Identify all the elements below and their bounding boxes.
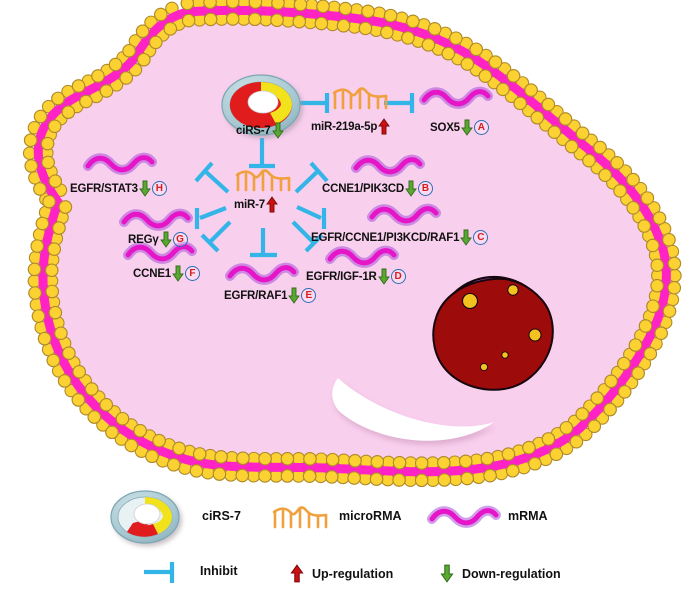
down-arrow-icon	[461, 119, 473, 136]
node-label-egfrigf1r: EGFR/IGF-1R	[306, 270, 377, 283]
legend-label-microrna: microRMA	[339, 509, 402, 523]
edge-mir7-egfrstat3	[194, 161, 230, 194]
legend-label-mrna: mRMA	[508, 509, 548, 523]
legend-label-inhibit: Inhibit	[200, 564, 238, 578]
reference-tag-f: F	[184, 266, 200, 281]
node-mir219a5p[interactable]: miR-219a-5p	[311, 118, 391, 135]
node-cirs7[interactable]: ciRS-7	[236, 122, 284, 139]
node-label-cirs7: ciRS-7	[236, 124, 271, 137]
legend-item-up: Up-regulation	[290, 564, 393, 583]
microrna-icon	[272, 506, 328, 529]
reference-tag-d: D	[390, 269, 406, 284]
circular-rna-glyph-cirs7	[221, 74, 301, 136]
inhibit-edges	[194, 93, 415, 258]
down-arrow-icon	[440, 564, 454, 583]
node-ccne1pik3cd[interactable]: CCNE1/PIK3CD B	[322, 180, 433, 197]
down-arrow-icon	[377, 268, 390, 285]
legend-label-down: Down-regulation	[462, 566, 561, 581]
cell-highlight-crescent	[332, 378, 494, 441]
legend-label-up: Up-regulation	[312, 566, 394, 581]
legend-label-cirs7: ciRS-7	[202, 509, 241, 523]
legend-item-cirs7: ciRS-7	[202, 509, 241, 523]
down-arrow-icon	[172, 265, 184, 282]
node-egfrigf1r[interactable]: EGFR/IGF-1R D	[306, 268, 406, 285]
node-label-ccne1pik3cd: CCNE1/PIK3CD	[322, 182, 404, 195]
edge-mir7-ccne1	[200, 220, 232, 253]
reference-tag-g: G	[172, 232, 188, 247]
membrane-heads-overlay	[23, 0, 682, 488]
inhibit-icon	[144, 562, 175, 583]
mrna-icon	[432, 511, 496, 523]
down-arrow-icon	[288, 287, 301, 304]
node-egfrraf1[interactable]: EGFR/RAF1 E	[224, 287, 317, 304]
node-label-mir7: miR-7	[234, 198, 265, 211]
edge-mir7-egfrigf1r	[291, 220, 324, 253]
node-mir7[interactable]: miR-7	[234, 196, 278, 213]
legend-item-microrna: microRMA	[339, 509, 402, 523]
up-arrow-icon	[266, 196, 278, 213]
node-sox5[interactable]: SOX5 A	[430, 119, 489, 136]
node-label-mir219a5p: miR-219a-5p	[311, 120, 378, 133]
down-arrow-icon	[271, 122, 284, 139]
node-label-ccne1: CCNE1	[133, 267, 171, 280]
node-egfrstat3[interactable]: EGFR/STAT3 H	[70, 180, 167, 197]
legend-item-down: Down-regulation	[440, 564, 561, 583]
edge-mir7-egfrraf1	[250, 228, 277, 258]
edge-cirs7-mir7	[249, 138, 275, 169]
reference-tag-c: C	[473, 230, 489, 245]
edge-mir7-regg	[194, 206, 227, 229]
reference-tag-h: H	[151, 181, 167, 196]
node-label-egfrstat3: EGFR/STAT3	[70, 182, 138, 195]
circular-rna-icon	[110, 490, 180, 544]
edge-cirs7-mir219a5p	[297, 93, 330, 113]
edge-mir7-ccne1pik3cd	[294, 161, 329, 194]
legend-item-inhibit: Inhibit	[200, 564, 238, 578]
node-egfrcombo[interactable]: EGFR/CCNE1/PI3KCD/RAF1 C	[311, 229, 489, 246]
reference-tag-a: A	[473, 120, 489, 135]
node-regg[interactable]: REGγ G	[128, 231, 188, 248]
reference-tag-b: B	[417, 181, 433, 196]
node-ccne1[interactable]: CCNE1 F	[133, 265, 200, 282]
down-arrow-icon	[405, 180, 417, 197]
down-arrow-icon	[159, 231, 172, 248]
node-label-egfrraf1: EGFR/RAF1	[224, 289, 288, 302]
edge-mir219a5p-sox5	[384, 93, 415, 113]
up-arrow-icon	[378, 118, 391, 135]
reference-tag-e: E	[301, 288, 317, 303]
down-arrow-icon	[460, 229, 473, 246]
legend-item-mrna: mRMA	[508, 509, 548, 523]
nucleus	[432, 275, 554, 391]
node-label-sox5: SOX5	[430, 121, 460, 134]
node-label-regg: REGγ	[128, 233, 159, 246]
edge-mir7-egfrcombo	[296, 205, 327, 229]
up-arrow-icon	[290, 564, 304, 583]
down-arrow-icon	[138, 180, 151, 197]
nucleolus-dots	[461, 284, 542, 372]
node-label-egfrcombo: EGFR/CCNE1/PI3KCD/RAF1	[311, 231, 460, 244]
